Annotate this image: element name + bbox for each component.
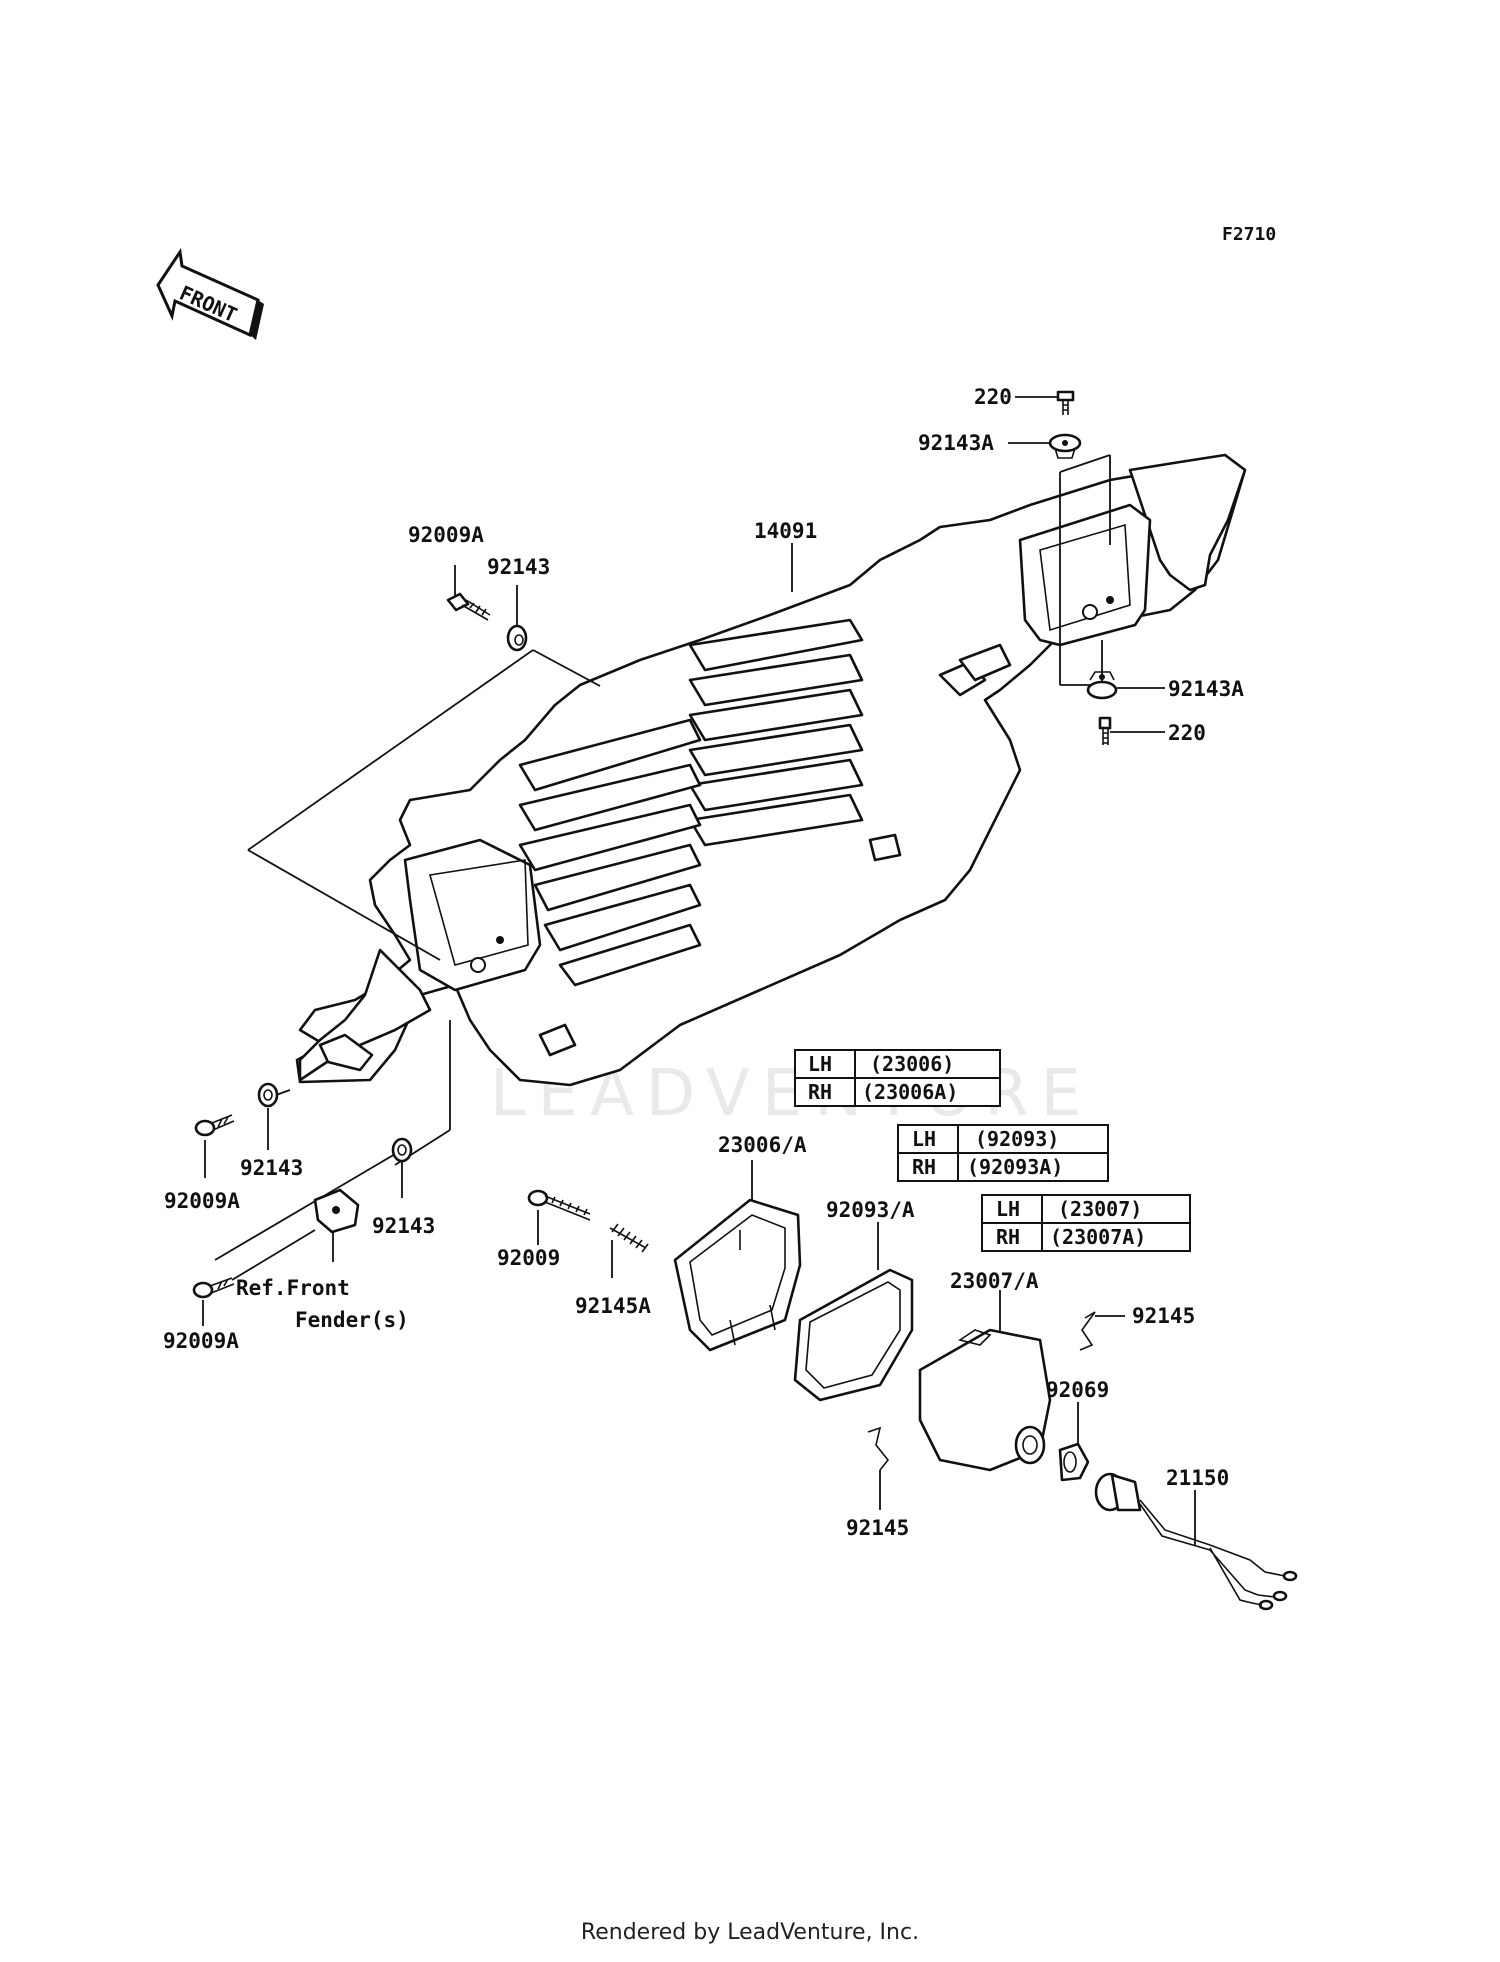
front-arrow-icon: FRONT bbox=[156, 247, 264, 340]
label-92069: 92069 bbox=[1046, 1378, 1109, 1402]
table-23006-lh-part: (23006) bbox=[870, 1052, 954, 1076]
headlight-23007 bbox=[918, 1328, 1052, 1472]
front-guard-14091 bbox=[295, 453, 1247, 1087]
label-92145-bottom: 92145 bbox=[846, 1516, 909, 1540]
screw-92009 bbox=[527, 1189, 591, 1221]
label-92093: 92093/A bbox=[826, 1198, 915, 1222]
screw-92009A-left bbox=[194, 1114, 235, 1137]
seal-92093 bbox=[793, 1268, 914, 1402]
table-92093-lh-part: (92093) bbox=[975, 1127, 1059, 1151]
screw-220-top bbox=[1056, 390, 1075, 415]
label-92009A-bottom: 92009A bbox=[163, 1329, 239, 1353]
label-92145-right: 92145 bbox=[1132, 1304, 1195, 1328]
label-220-right: 220 bbox=[1168, 721, 1206, 745]
table-23006-lh: LH bbox=[808, 1052, 832, 1076]
label-92143A-right: 92143A bbox=[1168, 677, 1244, 701]
label-14091: 14091 bbox=[754, 519, 817, 543]
socket-21150 bbox=[1094, 1472, 1298, 1611]
clip-92145-bottom bbox=[867, 1426, 890, 1471]
bulb-92069 bbox=[1058, 1442, 1090, 1482]
rim-23006 bbox=[673, 1198, 802, 1352]
table-23007: LH (23007) RH (23007A) bbox=[981, 1194, 1191, 1252]
bracket-front-fender bbox=[313, 1188, 360, 1234]
washer-92143-mid bbox=[391, 1137, 413, 1163]
label-leaders bbox=[202, 396, 1196, 1545]
table-23007-rh: RH bbox=[996, 1225, 1020, 1249]
label-92143-left: 92143 bbox=[240, 1156, 303, 1180]
screw-220-right bbox=[1098, 716, 1112, 745]
grommet-92143-top bbox=[506, 624, 528, 652]
table-23006-rh-part: (23006A) bbox=[862, 1080, 958, 1104]
label-92143A-top: 92143A bbox=[918, 431, 994, 455]
table-23007-rh-part: (23007A) bbox=[1050, 1225, 1146, 1249]
label-ref-front-fender-line1: Ref.Front bbox=[236, 1276, 350, 1300]
footer-credit: Rendered by LeadVenture, Inc. bbox=[580, 1920, 920, 1945]
label-92143-top: 92143 bbox=[487, 555, 550, 579]
label-220-top: 220 bbox=[974, 385, 1012, 409]
grille-louvers bbox=[518, 618, 864, 987]
table-23007-lh-part: (23007) bbox=[1058, 1197, 1142, 1221]
table-23007-lh: LH bbox=[996, 1197, 1020, 1221]
label-92009A-top: 92009A bbox=[408, 523, 484, 547]
table-92093: LH (92093) RH (92093A) bbox=[897, 1124, 1109, 1182]
table-23006-rh: RH bbox=[808, 1080, 832, 1104]
clip-92145-right bbox=[1079, 1311, 1096, 1351]
label-92143-mid: 92143 bbox=[372, 1214, 435, 1238]
screw-92009A-top bbox=[446, 592, 491, 621]
spring-92145A bbox=[609, 1223, 649, 1253]
label-21150: 21150 bbox=[1166, 1466, 1229, 1490]
screw-92009A-bottom bbox=[192, 1277, 235, 1299]
diagram-code: F2710 bbox=[1222, 224, 1276, 245]
label-92009: 92009 bbox=[497, 1246, 560, 1270]
label-92145A: 92145A bbox=[575, 1294, 651, 1318]
table-23006: LH (23006) RH (23006A) bbox=[794, 1049, 1001, 1107]
label-23006: 23006/A bbox=[718, 1133, 807, 1157]
table-92093-lh: LH bbox=[912, 1127, 936, 1151]
table-92093-rh: RH bbox=[912, 1155, 936, 1179]
label-92009A-left: 92009A bbox=[164, 1189, 240, 1213]
table-92093-rh-part: (92093A) bbox=[967, 1155, 1063, 1179]
grommet-92143A-right bbox=[1086, 671, 1118, 700]
label-23007: 23007/A bbox=[950, 1269, 1039, 1293]
label-ref-front-fender-line2: Fender(s) bbox=[295, 1308, 409, 1332]
washer-92143-left bbox=[257, 1082, 279, 1108]
grommet-92143A-top bbox=[1048, 433, 1082, 459]
